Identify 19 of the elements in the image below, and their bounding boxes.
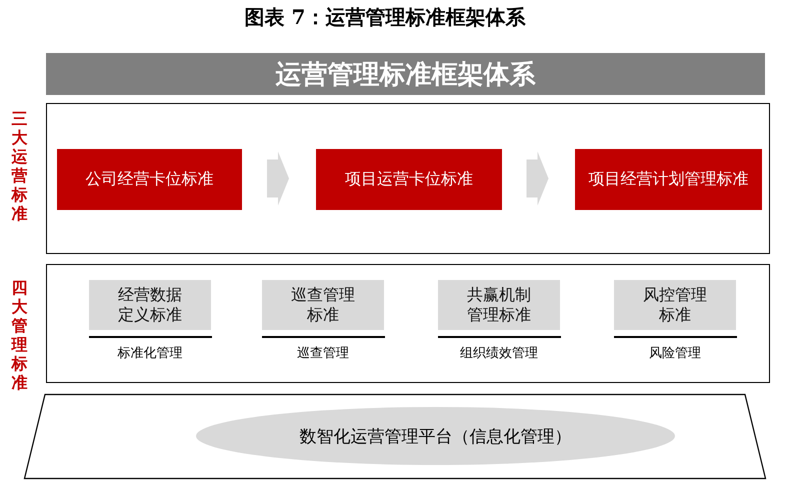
management-standard-box: 共赢机制管理标准	[438, 280, 560, 330]
section-heading: 四大管理标准	[11, 278, 28, 392]
caption-text: 巡查管理	[297, 346, 349, 362]
platform-ellipse: 数智化运营管理平台（信息化管理）	[196, 407, 675, 465]
base-layer-trapezoid	[24, 394, 766, 479]
management-standard-box: 巡查管理标准	[262, 280, 384, 330]
operation-standard-box: 项目经营计划管理标准	[575, 149, 762, 210]
management-standard-box: 经营数据定义标准	[89, 280, 211, 330]
block-arrow	[267, 152, 289, 206]
caption-text: 风险管理	[649, 346, 701, 362]
section-heading: 三大运营标准	[11, 109, 28, 223]
caption-text: 标准化管理	[118, 346, 182, 362]
operation-standard-box: 项目运营卡位标准	[316, 149, 502, 210]
caption-text: 组织绩效管理	[460, 346, 538, 362]
block-arrow	[526, 152, 548, 206]
management-standard-box: 风控管理标准	[614, 280, 736, 330]
operation-standard-box: 公司经营卡位标准	[57, 149, 242, 210]
title-banner: 运营管理标准框架体系	[46, 53, 765, 95]
diagram-title: 图表 7：运营管理标准框架体系	[244, 5, 526, 29]
